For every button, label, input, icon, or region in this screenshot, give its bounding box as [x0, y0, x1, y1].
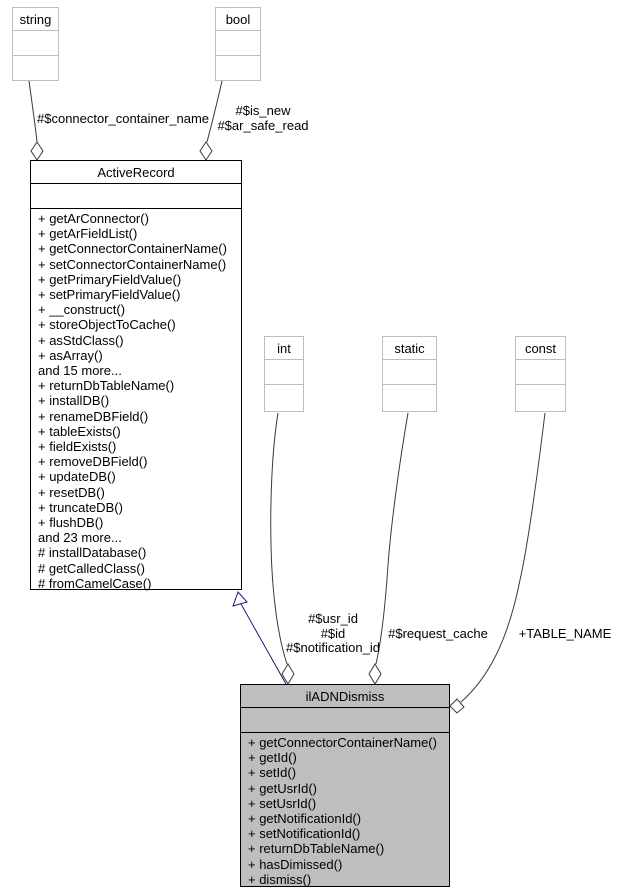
member-line: + tableExists()	[38, 423, 121, 439]
aggregation-diamond-bool	[199, 141, 213, 161]
member-line: + renameDBField()	[38, 408, 149, 424]
edge-label-request-cache: #$request_cache	[388, 626, 488, 641]
edge-label-ar-safe-read: #$ar_safe_read	[217, 117, 309, 133]
aggregation-edge-static-iladndismiss	[375, 412, 409, 665]
member-line: + setNotificationId()	[248, 826, 361, 842]
edge-label-bool-members: #$is_new #$ar_safe_read	[213, 103, 313, 133]
type-node-int: int	[264, 336, 304, 412]
inheritance-edge-iladndismiss-activerecord	[240, 603, 287, 685]
empty-row	[13, 31, 58, 56]
empty-row	[216, 31, 260, 56]
type-node-static: static	[382, 336, 437, 412]
edge-label-is-new: #$is_new	[235, 103, 291, 118]
member-line: # fromCamelCase()	[38, 575, 152, 591]
aggregation-edge-string-activerecord	[28, 80, 38, 143]
member-list: + getArConnector()+ getArFieldList()+ ge…	[31, 209, 241, 591]
member-line: + setConnectorContainerName()	[38, 256, 227, 272]
type-title: const	[516, 337, 565, 360]
class-node-activerecord[interactable]: ActiveRecord + getArConnector()+ getArFi…	[30, 160, 242, 591]
member-line: + getArFieldList()	[38, 226, 138, 242]
member-line: + returnDbTableName()	[38, 378, 175, 394]
empty-row	[383, 385, 436, 411]
empty-row	[516, 385, 565, 411]
inheritance-arrowhead	[232, 591, 248, 607]
member-line: # installDatabase()	[38, 545, 147, 561]
aggregation-diamond-const	[449, 698, 465, 714]
member-line: + fieldExists()	[38, 439, 117, 455]
empty-row	[516, 360, 565, 385]
member-line: and 23 more...	[38, 530, 122, 546]
type-title: int	[265, 337, 303, 360]
member-line: + getPrimaryFieldValue()	[38, 271, 182, 287]
empty-row	[383, 360, 436, 385]
member-line: + setPrimaryFieldValue()	[38, 287, 181, 303]
edge-label-notification-id: #$notification_id	[286, 640, 380, 656]
type-node-string: string	[12, 7, 59, 81]
member-line: + dismiss()	[248, 871, 312, 887]
member-line: + returnDbTableName()	[248, 841, 385, 857]
member-line: + resetDB()	[38, 484, 105, 500]
edge-label-id: #$id	[320, 625, 346, 641]
member-line: + getConnectorContainerName()	[248, 735, 437, 750]
member-line: and 15 more...	[38, 363, 122, 379]
member-line: + getNotificationId()	[248, 811, 362, 827]
member-line: + removeDBField()	[38, 454, 148, 470]
edge-label-table-name: +TABLE_NAME	[518, 626, 612, 641]
member-line: + setUsrId()	[248, 795, 317, 811]
type-title: static	[383, 337, 436, 360]
attributes-section	[31, 184, 241, 209]
aggregation-edge-bool-activerecord	[206, 80, 223, 143]
member-line: + truncateDB()	[38, 499, 123, 515]
member-line: + flushDB()	[38, 515, 104, 531]
empty-row	[265, 385, 303, 411]
member-line: + getArConnector()	[38, 211, 149, 226]
type-title: bool	[216, 8, 260, 31]
member-line: + getId()	[248, 750, 297, 766]
aggregation-edge-const-iladndismiss	[460, 412, 546, 703]
member-line: # getCalledClass()	[38, 560, 145, 576]
aggregation-edge-int-iladndismiss	[270, 412, 288, 665]
member-line: + updateDB()	[38, 469, 116, 485]
aggregation-diamond-static	[368, 663, 382, 685]
member-list: + getConnectorContainerName()+ getId()+ …	[241, 733, 449, 887]
type-node-bool: bool	[215, 7, 261, 81]
member-line: + asStdClass()	[38, 332, 124, 348]
type-node-const: const	[515, 336, 566, 412]
member-line: + getUsrId()	[248, 780, 317, 796]
type-title: string	[13, 8, 58, 31]
member-line: + asArray()	[38, 347, 103, 363]
attributes-section	[241, 708, 449, 733]
edge-label-connector-container-name: #$connector_container_name	[37, 111, 210, 126]
class-title: ilADNDismiss	[241, 685, 449, 708]
edge-label-usr-id: #$usr_id	[308, 611, 358, 626]
empty-row	[265, 360, 303, 385]
aggregation-diamond-string	[30, 141, 44, 161]
class-node-iladndismiss[interactable]: ilADNDismiss + getConnectorContainerName…	[240, 684, 450, 887]
member-line: + installDB()	[38, 393, 110, 409]
class-title: ActiveRecord	[31, 161, 241, 184]
edge-label-int-members: #$usr_id #$id #$notification_id	[283, 611, 383, 656]
empty-row	[216, 56, 260, 80]
member-line: + hasDimissed()	[248, 856, 343, 872]
member-line: + getConnectorContainerName()	[38, 241, 227, 257]
empty-row	[13, 56, 58, 80]
member-line: + setId()	[248, 765, 297, 781]
member-line: + storeObjectToCache()	[38, 317, 176, 333]
member-line: + __construct()	[38, 302, 126, 318]
